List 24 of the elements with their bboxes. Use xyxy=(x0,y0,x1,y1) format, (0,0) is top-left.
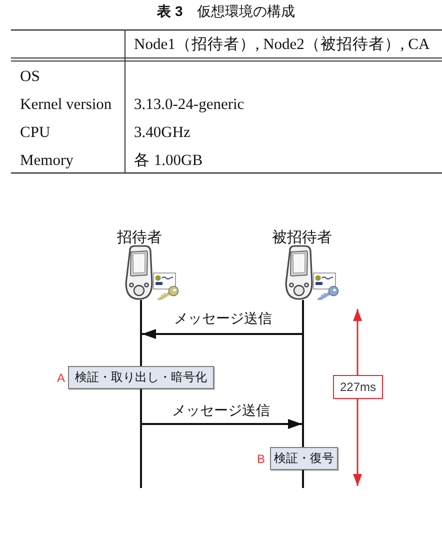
table-value: 各 1.00GB xyxy=(134,151,203,171)
step-letter: B xyxy=(257,452,266,466)
table-value: 3.40GHz xyxy=(134,123,190,143)
row-header: CPU xyxy=(20,123,50,143)
row-header: Kernel version xyxy=(20,95,112,115)
edge-label: メッセージ送信 xyxy=(172,309,274,327)
dimension-label: 227ms xyxy=(333,375,383,399)
lifeline xyxy=(302,300,304,447)
process-box: 検証・取り出し・暗号化 xyxy=(68,366,214,389)
lifeline xyxy=(302,470,304,488)
message-arrow xyxy=(142,329,302,339)
message-arrow xyxy=(142,419,302,429)
actor-label: 招待者 xyxy=(117,229,162,247)
table-value: 3.13.0-24-generic xyxy=(134,95,244,115)
row-header: Memory xyxy=(20,151,74,171)
actor-label: 被招待者 xyxy=(272,229,332,247)
column-header: Node1（招待者）, Node2（被招待者）, CA xyxy=(134,35,430,55)
table-caption: 表 3 仮想環境の構成 xyxy=(157,2,295,20)
lifeline xyxy=(140,389,142,488)
step-letter: A xyxy=(57,370,66,384)
process-box: 検証・復号 xyxy=(270,447,338,470)
edge-label: メッセージ送信 xyxy=(170,401,272,419)
lifeline xyxy=(140,300,142,366)
row-header: OS xyxy=(20,67,40,87)
